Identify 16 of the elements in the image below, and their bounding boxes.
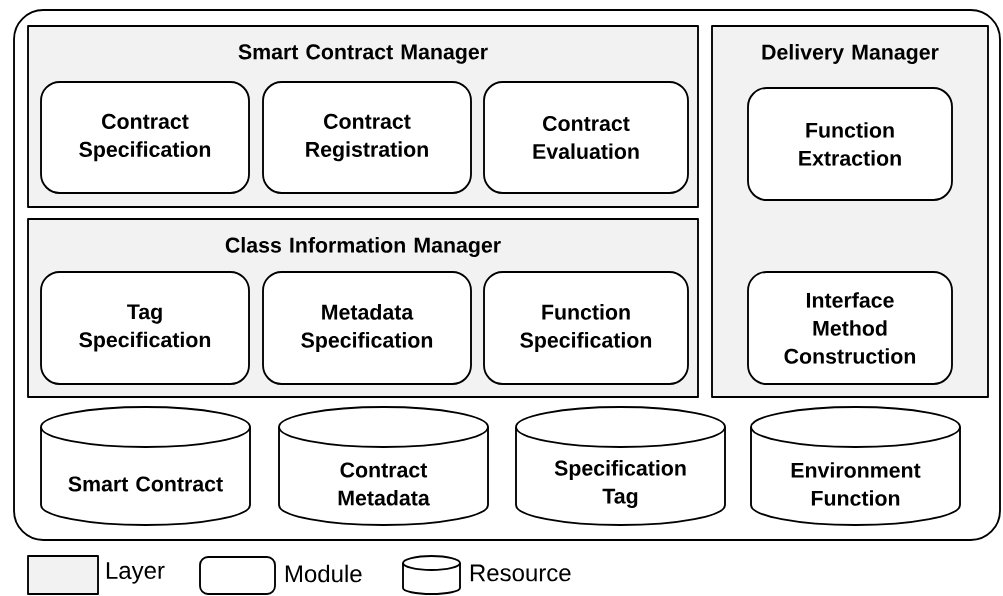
legend-label: Resource — [470, 564, 571, 582]
resource-cylinder: Environment Function — [750, 406, 961, 526]
legend-label: Layer — [106, 562, 165, 584]
module-box: Contract Evaluation — [483, 81, 689, 194]
resource-cylinder: Smart Contract — [40, 406, 251, 526]
module-box: Tag Specification — [40, 271, 250, 385]
resource-cylinder: Specification Tag — [515, 406, 726, 526]
module-box: Function Specification — [483, 271, 689, 385]
module-box: Contract Registration — [262, 81, 472, 194]
module-box: Function Extraction — [747, 87, 953, 201]
module-box: Contract Specification — [40, 81, 250, 194]
resource-cylinder: Contract Metadata — [278, 406, 489, 526]
outer-frame — [13, 9, 1001, 541]
module-box: Metadata Specification — [262, 271, 472, 385]
legend-label: Module — [285, 564, 362, 583]
module-box: Interface Method Construction — [747, 271, 953, 385]
